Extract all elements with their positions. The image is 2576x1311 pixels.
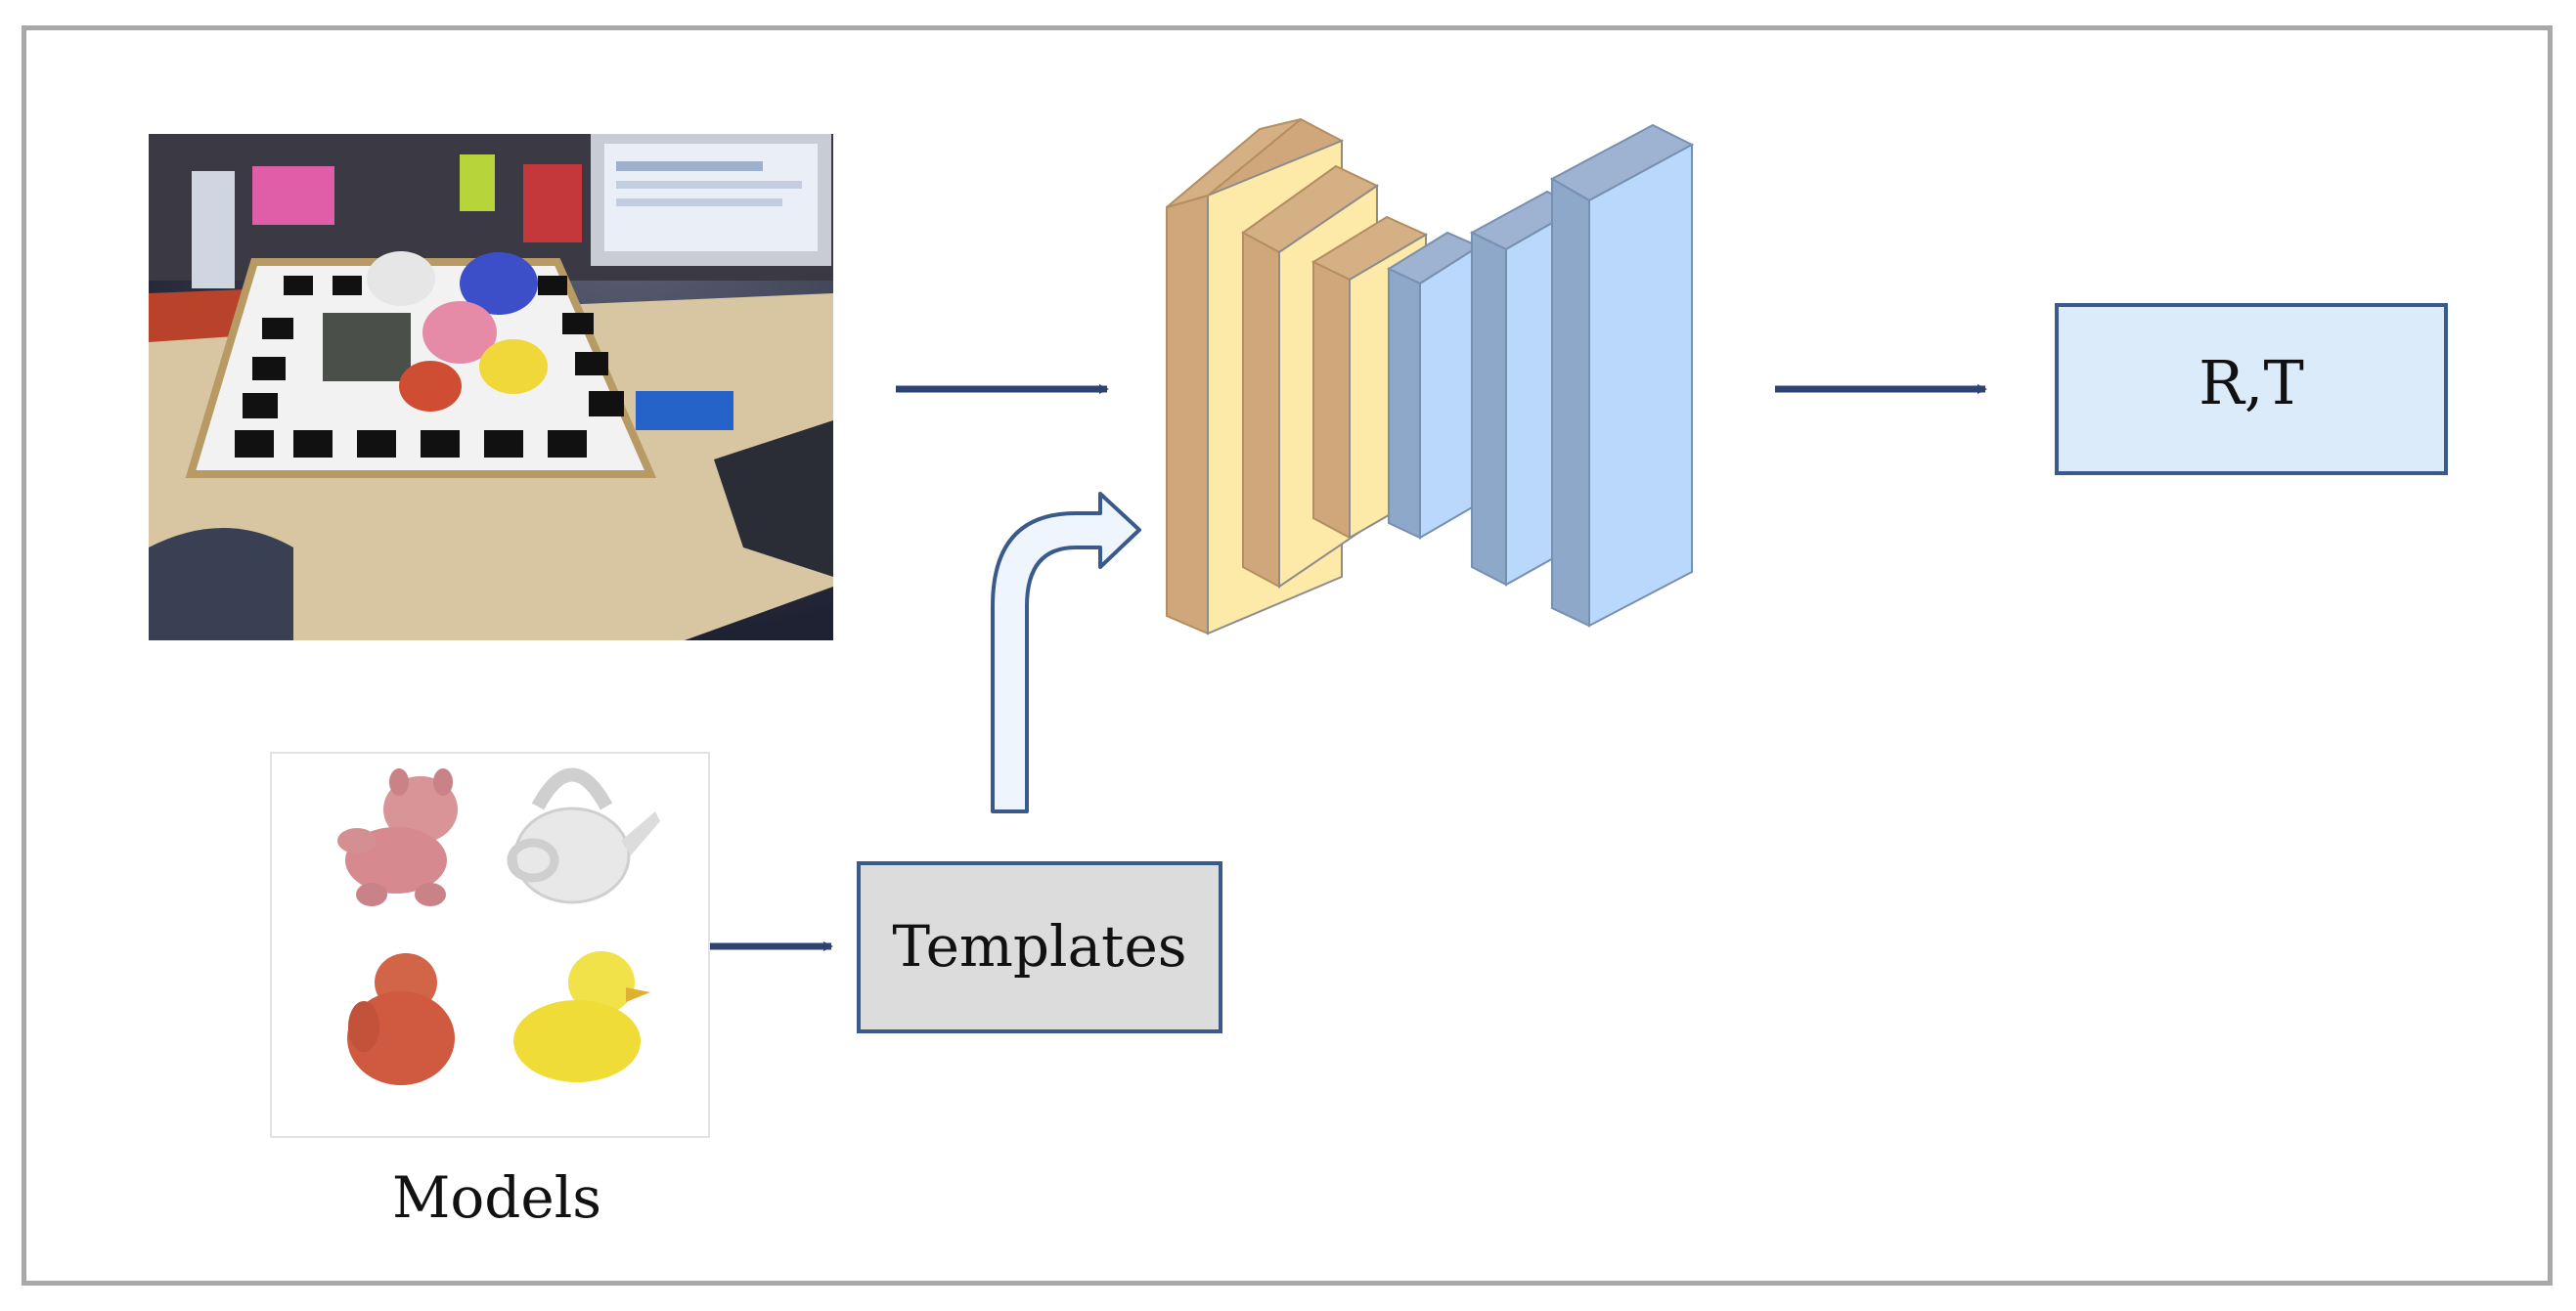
watering-can-icon [507, 767, 660, 904]
output-box [2055, 303, 2448, 475]
templates-label: Templates [892, 913, 1186, 980]
decoder-layer-3 [1549, 123, 1695, 628]
models-caption: Models [392, 1164, 601, 1231]
decoder-layer-1 [1386, 231, 1482, 540]
network-encoder-decoder [1166, 117, 1695, 635]
output-label: R,T [2198, 347, 2304, 418]
templates-box [857, 861, 1222, 1033]
ape-figurine-icon [347, 953, 455, 1085]
cat-figurine-icon [337, 768, 458, 906]
curved-arrow-templates-to-network [991, 492, 1141, 813]
rubber-duck-icon [513, 951, 650, 1082]
models-panel [270, 752, 710, 1138]
cluttered-desk-scene-icon [149, 134, 833, 640]
